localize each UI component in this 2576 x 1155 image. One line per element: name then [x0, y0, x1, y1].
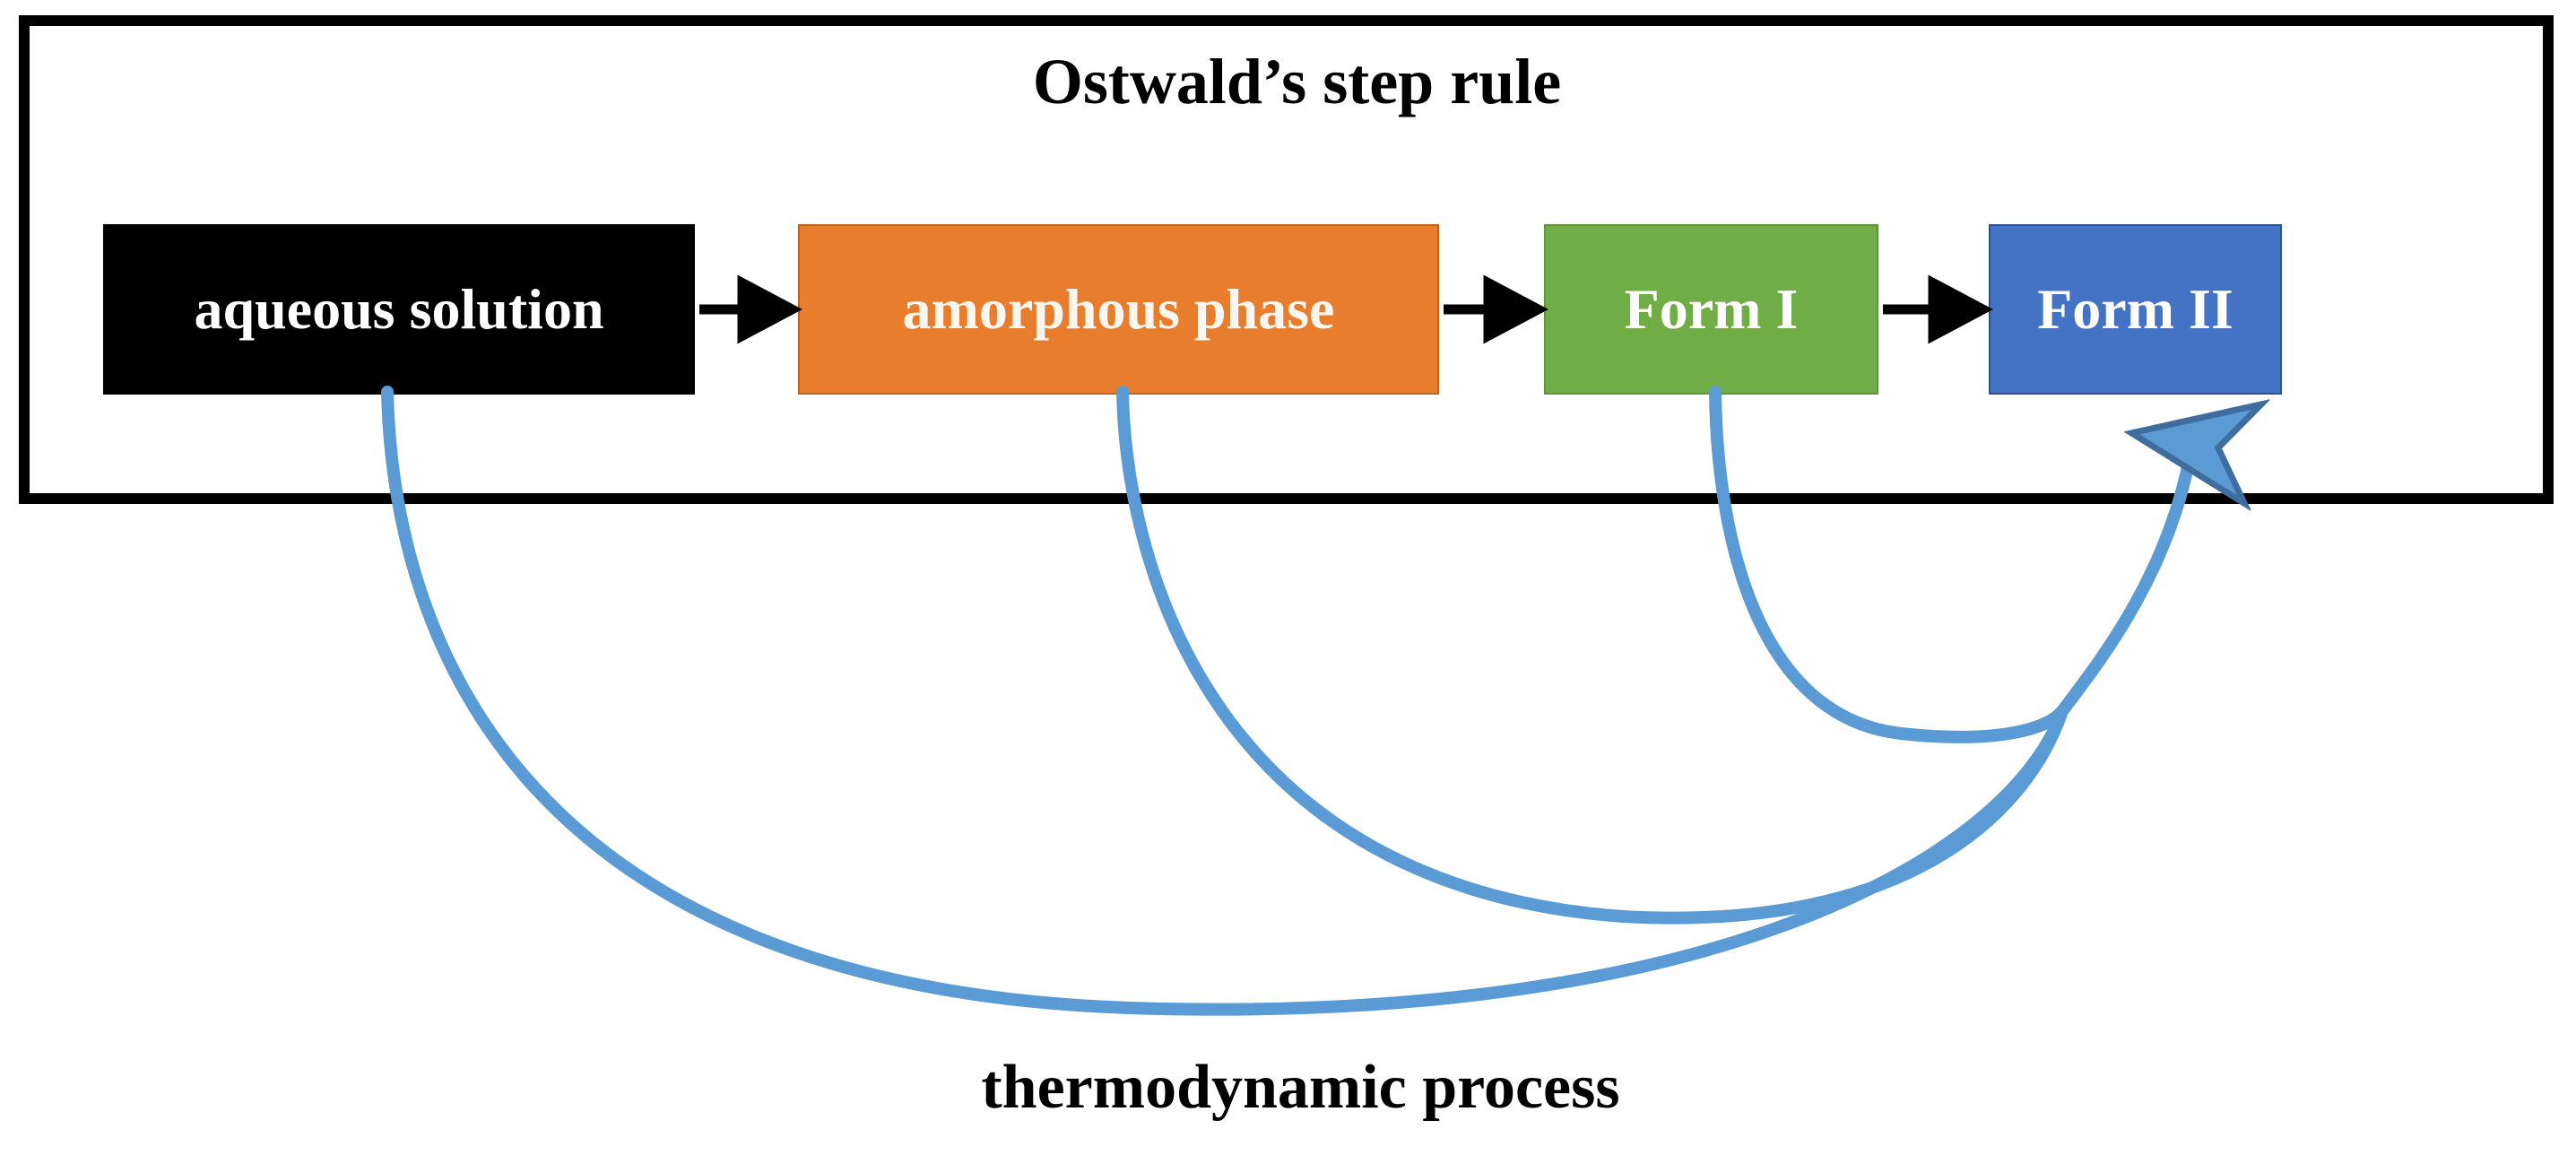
- node-label-amorphous-phase: amorphous phase: [902, 277, 1335, 341]
- node-label-aqueous-solution: aqueous solution: [194, 277, 604, 341]
- node-form-ii[interactable]: Form II: [1989, 224, 2282, 395]
- thermo-arrow-shaft-into-form-ii: [2056, 448, 2191, 717]
- thermo-curve-form-i-to-form-ii: [1709, 386, 2069, 743]
- thermodynamic-process-text: thermodynamic process: [981, 1053, 1620, 1122]
- node-label-form-ii: Form II: [2037, 277, 2233, 341]
- node-label-form-i: Form I: [1624, 277, 1799, 341]
- thermodynamic-process-label: thermodynamic process: [0, 1056, 2576, 1119]
- thermo-curve-amorphous-to-form-ii: [1116, 386, 2069, 925]
- node-form-i[interactable]: Form I: [1544, 224, 1878, 395]
- node-aqueous-solution[interactable]: aqueous solution: [103, 224, 695, 395]
- group-title: Ostwald’s step rule: [1032, 46, 1562, 117]
